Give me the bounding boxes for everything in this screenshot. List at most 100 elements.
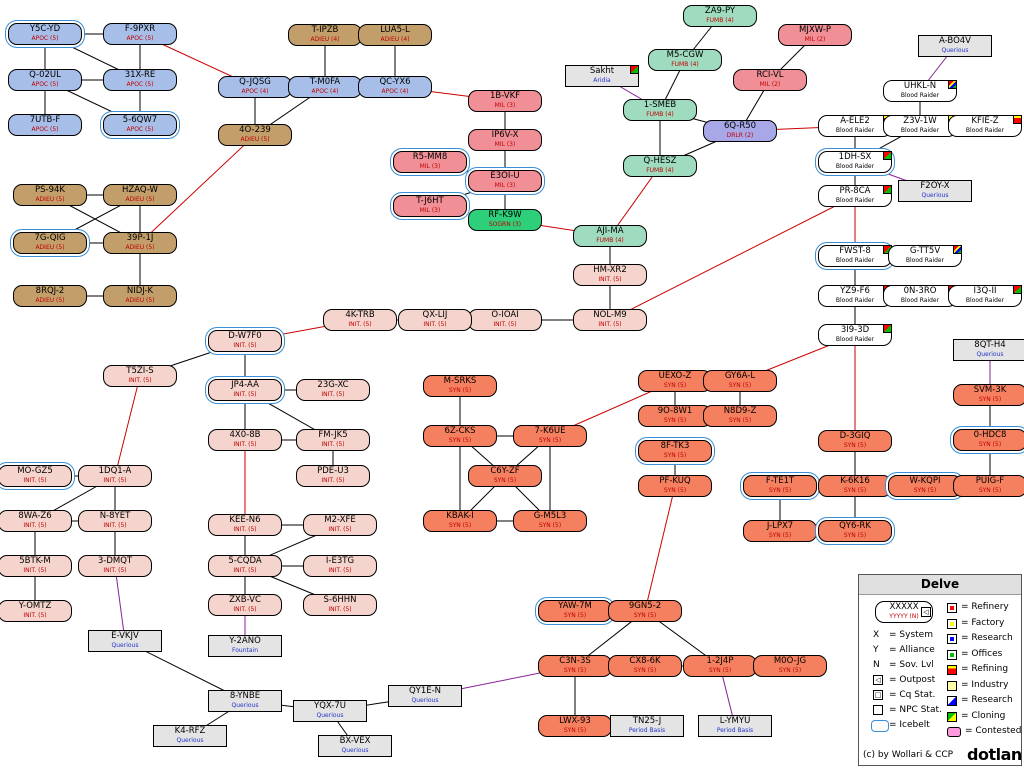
system-node[interactable]: M-SRKSSYN (5) <box>423 375 497 397</box>
system-node[interactable]: L-YMYUPeriod Basis <box>698 715 772 737</box>
system-node[interactable]: K4-RFZQuerious <box>153 725 227 747</box>
system-node[interactable]: TN25-JPeriod Basis <box>610 715 684 737</box>
system-node[interactable]: QC-YX6APOC (4) <box>358 76 432 98</box>
system-node[interactable]: Q-JQSGAPOC (4) <box>218 76 292 98</box>
system-node[interactable]: FWST-8Blood Raider <box>818 245 892 267</box>
system-node[interactable]: LWX-93SYN (5) <box>538 715 612 737</box>
system-node[interactable]: 4O-239ADIEU (5) <box>218 124 292 146</box>
system-node[interactable]: 8QT-H4Querious <box>953 339 1024 361</box>
system-node[interactable]: ZA9-PYFUMB (4) <box>683 5 757 27</box>
system-node[interactable]: Q-02ULAPOC (5) <box>8 69 82 91</box>
system-node[interactable]: 7-K6UESYN (5) <box>513 425 587 447</box>
system-node[interactable]: 1DQ1-AINIT. (5) <box>78 465 152 487</box>
system-node[interactable]: JP4-AAINIT. (5) <box>208 379 282 401</box>
system-node[interactable]: 6Z-CKSSYN (5) <box>423 425 497 447</box>
system-node[interactable]: Z3V-1WBlood Raider <box>883 115 957 137</box>
system-node[interactable]: HM-XR2INIT. (5) <box>573 264 647 286</box>
system-node[interactable]: 6Q-R50DRLR (2) <box>703 120 777 142</box>
system-node[interactable]: 7UTB-FAPOC (5) <box>8 114 82 136</box>
system-node[interactable]: YQX-7UQuerious <box>293 700 367 722</box>
system-node[interactable]: YAW-7MSYN (5) <box>538 600 612 622</box>
system-node[interactable]: PS-94KADIEU (5) <box>13 184 87 206</box>
system-node[interactable]: MJXW-PMIL (2) <box>778 24 852 46</box>
system-node[interactable]: 5-6QW7APOC (5) <box>103 114 177 136</box>
system-node[interactable]: KFIE-ZBlood Raider <box>948 115 1022 137</box>
system-node[interactable]: 0N-3ROBlood Raider <box>883 285 957 307</box>
system-node[interactable]: QY1E-NQuerious <box>388 685 462 707</box>
system-node[interactable]: NIDJ-KADIEU (5) <box>103 285 177 307</box>
system-node[interactable]: C3N-3SSYN (5) <box>538 655 612 677</box>
system-node[interactable]: Y-2ANOFountain <box>208 635 282 657</box>
system-node[interactable]: 1-SMEBFUMB (4) <box>623 99 697 121</box>
system-node[interactable]: HZAQ-WADIEU (5) <box>103 184 177 206</box>
system-node[interactable]: 1DH-SXBlood Raider <box>818 151 892 173</box>
system-node[interactable]: N-8YETINIT. (5) <box>78 510 152 532</box>
system-node[interactable]: 31X-REAPOC (5) <box>103 69 177 91</box>
system-node[interactable]: PF-KUQSYN (5) <box>638 475 712 497</box>
system-node[interactable]: YZ9-F6Blood Raider <box>818 285 892 307</box>
system-node[interactable]: SakhtAridia <box>565 65 639 87</box>
system-node[interactable]: LUA5-LADIEU (4) <box>358 24 432 46</box>
system-node[interactable]: J-LPX7SYN (5) <box>743 520 817 542</box>
system-node[interactable]: 8-YNBEQuerious <box>208 690 282 712</box>
system-node[interactable]: W-KQPISYN (5) <box>888 475 962 497</box>
system-node[interactable]: 5BTK-MINIT. (5) <box>0 555 72 577</box>
system-node[interactable]: M2-XFEINIT. (5) <box>303 514 377 536</box>
system-node[interactable]: PDE-U3INIT. (5) <box>296 465 370 487</box>
system-node[interactable]: ZXB-VCINIT. (5) <box>208 594 282 616</box>
system-node[interactable]: PUIG-FSYN (5) <box>953 475 1024 497</box>
system-node[interactable]: T-M0FAAPOC (4) <box>288 76 362 98</box>
system-node[interactable]: UEXO-ZSYN (5) <box>638 370 712 392</box>
system-node[interactable]: 0-HDC8SYN (5) <box>953 429 1024 451</box>
system-node[interactable]: T-IPZBADIEU (4) <box>288 24 362 46</box>
system-node[interactable]: IP6V-XMIL (3) <box>468 129 542 151</box>
system-node[interactable]: E3OI-UMIL (3) <box>468 170 542 192</box>
system-node[interactable]: 8WA-Z6INIT. (5) <box>0 510 72 532</box>
system-node[interactable]: 8F-TK3SYN (5) <box>638 440 712 462</box>
system-node[interactable]: A-BO4VQuerious <box>918 35 992 57</box>
system-node[interactable]: 4K-TRBINIT. (5) <box>323 309 397 331</box>
system-node[interactable]: 1-2J4PSYN (5) <box>683 655 757 677</box>
system-node[interactable]: A-ELE2Blood Raider <box>818 115 892 137</box>
system-node[interactable]: MO-GZ5INIT. (5) <box>0 465 72 487</box>
system-node[interactable]: C6Y-ZFSYN (5) <box>468 465 542 487</box>
system-node[interactable]: K-6K16SYN (5) <box>818 475 892 497</box>
system-node[interactable]: S-6HHNINIT. (5) <box>303 594 377 616</box>
system-node[interactable]: G-M5L3SYN (5) <box>513 510 587 532</box>
system-node[interactable]: T5ZI-SINIT. (5) <box>103 365 177 387</box>
system-node[interactable]: UHKL-NBlood Raider <box>883 80 957 102</box>
system-node[interactable]: Y5C-YDAPOC (5) <box>8 23 82 45</box>
system-node[interactable]: AJI-MAFUMB (4) <box>573 225 647 247</box>
system-node[interactable]: D-W7F0INIT. (5) <box>208 330 282 352</box>
system-node[interactable]: F-9PXRAPOC (5) <box>103 23 177 45</box>
system-node[interactable]: 23G-XCINIT. (5) <box>296 379 370 401</box>
system-node[interactable]: I3Q-IIBlood Raider <box>948 285 1022 307</box>
system-node[interactable]: QY6-RKSYN (5) <box>818 520 892 542</box>
system-node[interactable]: E-VKJVQuerious <box>88 630 162 652</box>
system-node[interactable]: 8RQJ-2ADIEU (5) <box>13 285 87 307</box>
system-node[interactable]: 7G-QIGADIEU (5) <box>13 232 87 254</box>
system-node[interactable]: RCI-VLMIL (2) <box>733 69 807 91</box>
system-node[interactable]: F-TE1TSYN (5) <box>743 475 817 497</box>
system-node[interactable]: 1B-VKFMIL (3) <box>468 90 542 112</box>
system-node[interactable]: G-TT5VBlood Raider <box>888 245 962 267</box>
system-node[interactable]: KBAK-ISYN (5) <box>423 510 497 532</box>
system-node[interactable]: KEE-N6INIT. (5) <box>208 514 282 536</box>
system-node[interactable]: D-3GIQSYN (5) <box>818 430 892 452</box>
system-node[interactable]: 39P-1JADIEU (5) <box>103 232 177 254</box>
system-node[interactable]: M0O-JGSYN (5) <box>753 655 827 677</box>
system-node[interactable]: FM-JK5INIT. (5) <box>296 429 370 451</box>
system-node[interactable]: M5-CGWFUMB (4) <box>648 49 722 71</box>
system-node[interactable]: R5-MM8MIL (3) <box>393 151 467 173</box>
system-node[interactable]: 9GN5-2SYN (5) <box>608 600 682 622</box>
system-node[interactable]: T-J6HTMIL (3) <box>393 195 467 217</box>
system-node[interactable]: 5-CQDAINIT. (5) <box>208 555 282 577</box>
system-node[interactable]: F2OY-XQuerious <box>898 180 972 202</box>
system-node[interactable]: SVM-3KSYN (5) <box>953 384 1024 406</box>
system-node[interactable]: BX-VEXQuerious <box>318 735 392 757</box>
system-node[interactable]: PR-8CABlood Raider <box>818 185 892 207</box>
system-node[interactable]: RF-K9WSOGRN (3) <box>468 209 542 231</box>
system-node[interactable]: 4X0-8BINIT. (5) <box>208 429 282 451</box>
system-node[interactable]: Y-OMTZINIT. (5) <box>0 600 72 622</box>
system-node[interactable]: 9O-8W1SYN (5) <box>638 405 712 427</box>
